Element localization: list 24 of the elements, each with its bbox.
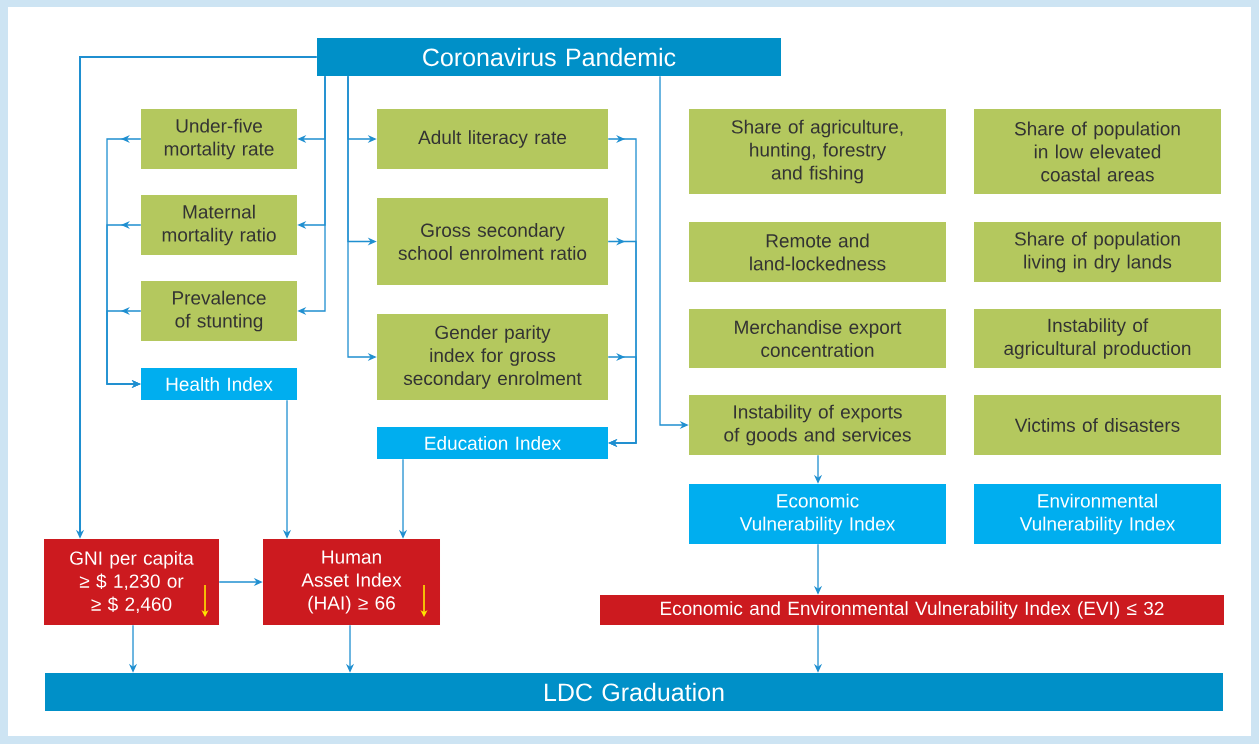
indicator-box: Prevalence of stunting (141, 281, 297, 341)
indicator-box: Instability of agricultural production (974, 309, 1221, 368)
indicator-box: Gross secondary school enrolment ratio (377, 198, 608, 285)
indicator-box: Remote and land-lockedness (689, 222, 946, 282)
indicator-box: Victims of disasters (974, 395, 1221, 455)
criterion-box: Economic and Environmental Vulnerability Index (EVI) ≤ 32 (600, 595, 1224, 625)
graduation-bar: LDC Graduation (45, 673, 1223, 711)
indicator-box: Maternal mortality ratio (141, 195, 297, 255)
title-box: Coronavirus Pandemic (317, 38, 781, 76)
criterion-box: GNI per capita ≥ $ 1,230 or ≥ $ 2,460 (44, 539, 219, 625)
indicator-box: Share of agriculture, hunting, forestry and fishing (689, 109, 946, 194)
index-box: Environmental Vulnerability Index (974, 484, 1221, 544)
indicator-box: Adult literacy rate (377, 109, 608, 169)
index-box: Education Index (377, 427, 608, 459)
indicator-box: Merchandise export concentration (689, 309, 946, 368)
indicator-box: Share of population living in dry lands (974, 222, 1221, 282)
indicator-box: Gender parity index for gross secondary enrolment (377, 314, 608, 400)
indicator-box: Share of population in low elevated coastal areas (974, 109, 1221, 194)
criterion-box: Human Asset Index (HAI) ≥ 66 (263, 539, 440, 625)
index-box: Economic Vulnerability Index (689, 484, 946, 544)
index-box: Health Index (141, 368, 297, 400)
indicator-box: Under-five mortality rate (141, 109, 297, 169)
indicator-box: Instability of exports of goods and services (689, 395, 946, 455)
arrow (607, 352, 637, 448)
